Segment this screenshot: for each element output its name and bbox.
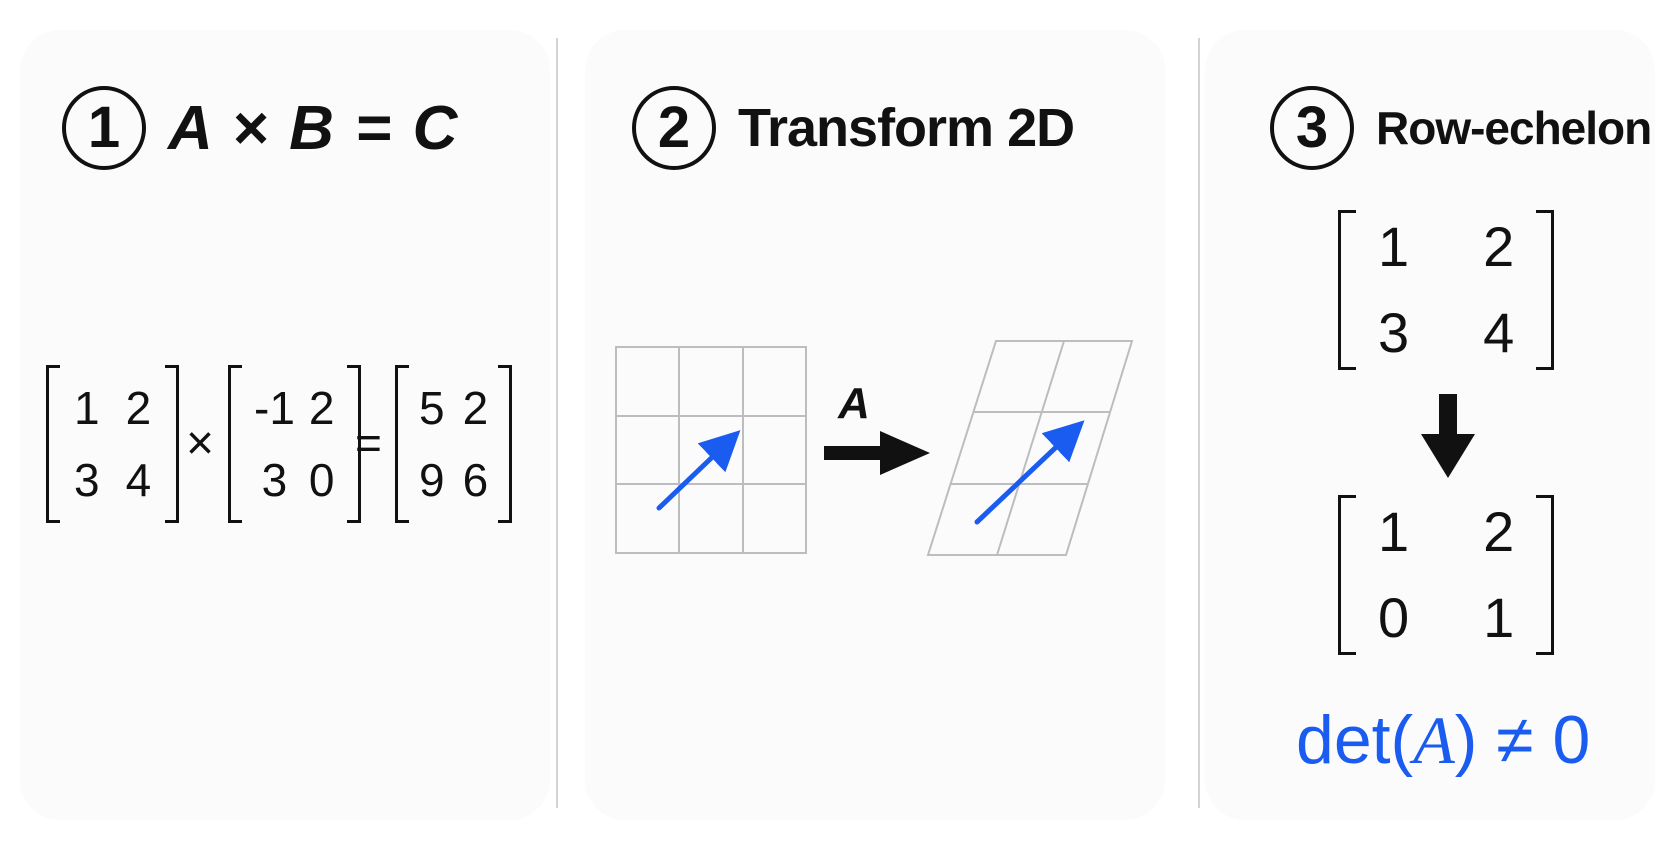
matrix-original-cell-1-2: 2	[1483, 215, 1515, 278]
matrix-c-cell-1-1: 5	[419, 382, 445, 434]
panel-3-heading: 3 Row-echelon	[1270, 80, 1652, 176]
panel-1-heading: 1 A × B = C	[62, 80, 459, 176]
matrix-original-cell-2-1: 3	[1378, 301, 1410, 364]
bracket-left	[228, 365, 242, 523]
formula-suffix: ) ≠ 0	[1454, 702, 1591, 778]
transformed-vector	[974, 420, 1085, 525]
matrix-a-cell-1-1: 1	[74, 382, 100, 434]
matrix-b-cell-2-1: 3	[261, 454, 288, 506]
matrix-a-cells: 1 2 3 4	[60, 365, 165, 523]
transform-arrow-shaft	[824, 446, 882, 460]
matrix-b-cell-1-2: 2	[308, 382, 335, 434]
bracket-left	[1338, 210, 1356, 370]
down-arrow-shaft	[1439, 394, 1457, 436]
panel-divider-2	[1198, 38, 1200, 808]
panel-background-3	[1205, 30, 1655, 820]
panel-2-heading: 2 Transform 2D	[632, 80, 1075, 176]
matrix-original-cells: 1 2 3 4	[1356, 210, 1536, 370]
panel-2-title: Transform 2D	[738, 98, 1075, 158]
bracket-left	[46, 365, 60, 523]
matrix-row-echelon-cell-1-2: 2	[1483, 500, 1515, 563]
determinant-formula: det(A) ≠ 0	[1296, 706, 1590, 774]
original-vector	[656, 430, 741, 511]
original-grid-border	[615, 346, 807, 554]
transform-arrow-label: A	[837, 379, 870, 428]
bracket-right	[346, 365, 361, 523]
matrix-b: -1 2 3 0	[228, 365, 361, 523]
equals-operator: =	[355, 417, 382, 469]
panel-divider-1	[556, 38, 558, 808]
matrix-original-cell-2-2: 4	[1483, 301, 1515, 364]
transformed-grid-line	[996, 340, 1065, 556]
matrix-c-cell-2-1: 9	[419, 454, 445, 506]
matrix-row-echelon-cells: 1 2 0 1	[1356, 495, 1536, 655]
matrix-c-cells: 5 2 9 6	[409, 365, 498, 523]
matrix-c-cell-2-2: 6	[462, 454, 489, 506]
transformed-grid	[926, 340, 1134, 556]
panel-1-title: A × B = C	[168, 93, 460, 163]
original-grid	[615, 346, 807, 554]
bracket-right	[1536, 210, 1555, 370]
matrix-a-cell-1-2: 2	[125, 382, 152, 434]
reduction-down-arrow	[1421, 394, 1475, 478]
step-number-2: 2	[632, 86, 716, 170]
formula-prefix: det(	[1296, 702, 1414, 778]
transform-arrow	[824, 431, 930, 475]
matrix-b-cell-1-1: -1	[254, 382, 295, 434]
matrix-row-echelon: 1 2 0 1	[1338, 495, 1555, 655]
matrix-a-cell-2-1: 3	[74, 454, 100, 506]
matrix-c: 5 2 9 6	[395, 365, 513, 523]
bracket-left	[395, 365, 409, 523]
bracket-right	[165, 365, 180, 523]
bracket-left	[1338, 495, 1356, 655]
matrix-original: 1 2 3 4	[1338, 210, 1555, 370]
down-arrow-head	[1421, 434, 1475, 478]
transform-arrow-head	[880, 431, 930, 475]
matrix-row-echelon-cell-2-1: 0	[1378, 586, 1410, 649]
bracket-right	[498, 365, 513, 523]
matrix-original-cell-1-1: 1	[1378, 215, 1410, 278]
step-number-1: 1	[62, 86, 146, 170]
matrix-a: 1 2 3 4	[46, 365, 180, 523]
panel-3-title: Row-echelon	[1376, 102, 1652, 154]
matrix-row-echelon-cell-1-1: 1	[1378, 500, 1410, 563]
step-number-3: 3	[1270, 86, 1354, 170]
transformed-grid-border	[926, 340, 1134, 556]
matrix-a-cell-2-2: 4	[125, 454, 152, 506]
matrix-row-echelon-cell-2-2: 1	[1483, 586, 1515, 649]
formula-variable: A	[1413, 702, 1455, 778]
multiply-operator: ×	[186, 417, 215, 470]
matrix-b-cells: -1 2 3 0	[242, 365, 347, 523]
bracket-right	[1536, 495, 1555, 655]
matrix-c-cell-1-2: 2	[462, 382, 489, 434]
matrix-b-cell-2-2: 0	[308, 454, 335, 506]
